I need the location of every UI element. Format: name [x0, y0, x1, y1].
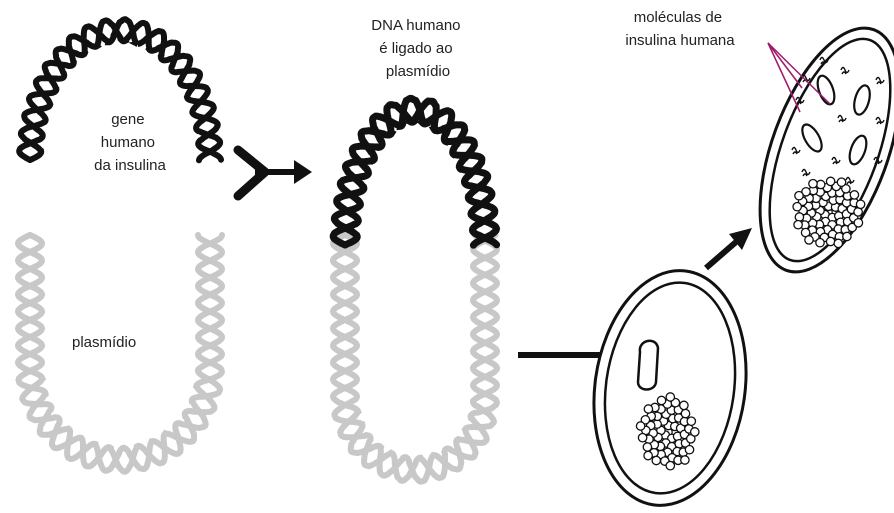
- gene-label: gene humano da insulina: [94, 111, 166, 174]
- chevron-arrow-icon: [238, 150, 312, 196]
- insulin-molecules-label: moléculas de insulina humana: [625, 9, 735, 49]
- plasmid-label: plasmídio: [72, 334, 136, 351]
- plasmid-helix: [18, 235, 222, 472]
- recombinant-plasmid-grey: [333, 235, 497, 482]
- dna-ligated-label: DNA humano é ligado ao plasmídio: [371, 17, 464, 80]
- bacterium-cell-icon: [579, 261, 760, 513]
- recombinant-plasmid-black: [333, 98, 496, 245]
- insulin-producing-bacterium-icon: [732, 10, 894, 290]
- arrow-diagonal-icon: [706, 228, 752, 268]
